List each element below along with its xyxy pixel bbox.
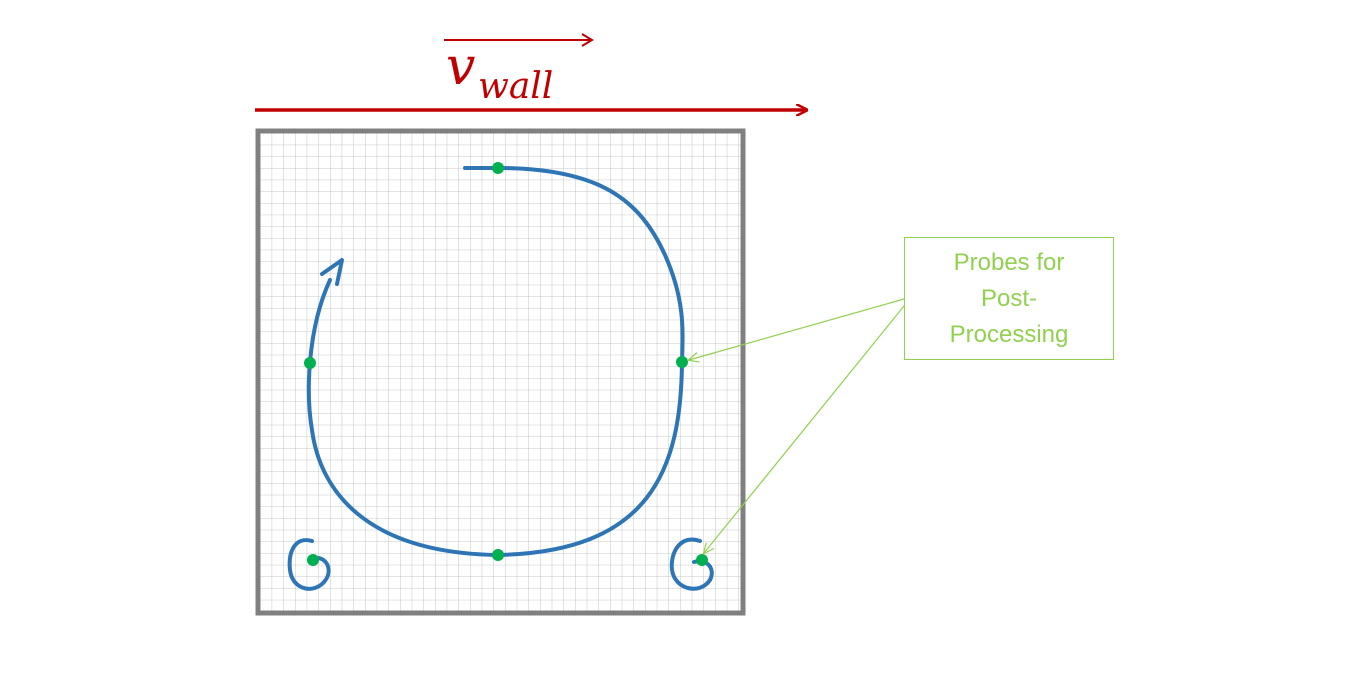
cavity-wall xyxy=(255,128,746,616)
bottom-left-eddy xyxy=(287,538,331,591)
probe-bottom-right-corner xyxy=(696,554,708,566)
probe-left xyxy=(304,357,316,369)
bottom-right-eddy xyxy=(669,537,714,591)
probes-callout-box: Probes for Post-Processing xyxy=(904,237,1114,360)
vortex-direction-arrowhead xyxy=(320,258,344,286)
callout-leader-right-probe xyxy=(689,298,905,360)
wall-velocity-label: v wall xyxy=(444,33,594,107)
vector-overbar-head xyxy=(581,33,594,47)
probe-right xyxy=(676,356,688,368)
probe-top xyxy=(492,162,504,174)
velocity-symbol: v xyxy=(446,37,475,97)
primary-vortex-streamline xyxy=(306,166,685,558)
callout-leader-corner-probe xyxy=(704,305,905,553)
velocity-subscript: wall xyxy=(478,66,553,107)
probe-bottom xyxy=(492,549,504,561)
probe-bottom-left-corner xyxy=(307,554,319,566)
cavity-grid xyxy=(260,133,741,611)
probes-callout-label: Probes for Post-Processing xyxy=(949,248,1069,348)
